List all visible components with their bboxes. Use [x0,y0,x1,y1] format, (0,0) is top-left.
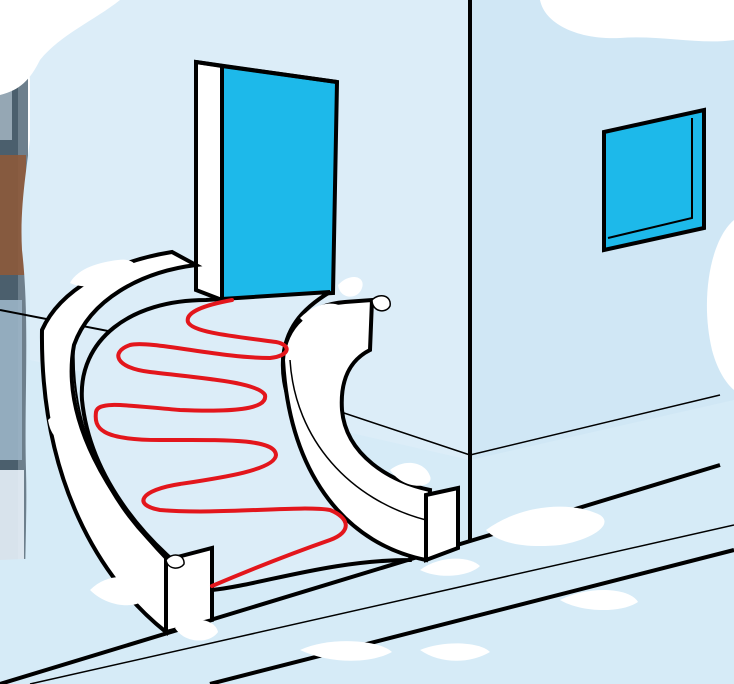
door-glass [222,66,337,300]
doorway [196,62,337,300]
window [604,110,704,250]
